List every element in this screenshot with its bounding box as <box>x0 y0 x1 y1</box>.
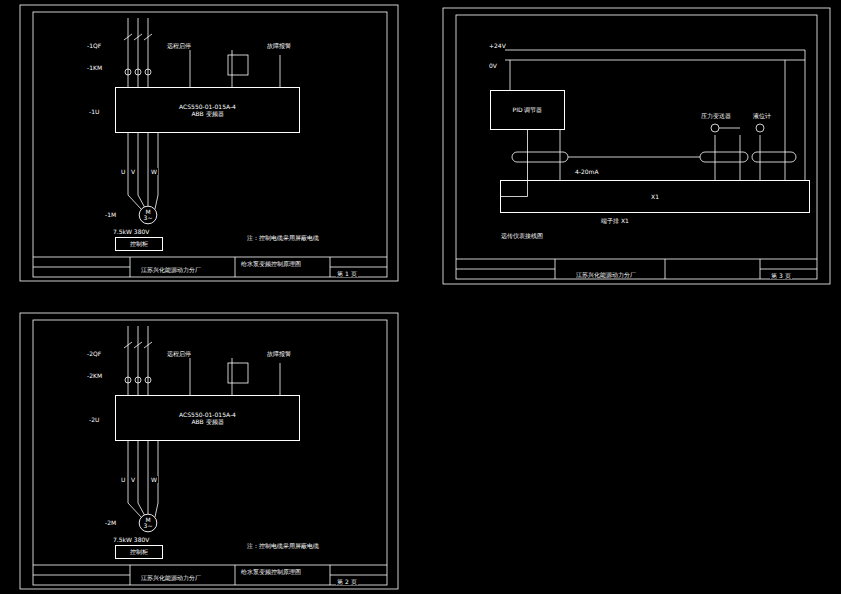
drawing-label: 远程启停 <box>166 42 192 49</box>
drawing-label: -1M <box>104 211 117 218</box>
device-box: 控制柜 <box>115 545 163 559</box>
drawing-label: 端子排 X1 <box>600 217 630 224</box>
drawing-label: 江苏兴化能源动力分厂 <box>575 271 637 278</box>
drawing-label: +24V <box>488 42 507 49</box>
node-text: X1 <box>649 193 661 200</box>
drawing-label: 4-20mA <box>574 168 600 175</box>
drawing-label: W <box>150 168 158 175</box>
node-text: 控制柜 <box>128 548 150 555</box>
drawing-label: 0V <box>488 62 498 69</box>
node-text: ACS550-01-015A-4 <box>177 103 238 110</box>
node-text: ABB 变频器 <box>189 418 225 425</box>
drawing-label: 故障报警 <box>266 42 292 49</box>
drawing-label: V <box>130 168 136 175</box>
node-text: 3~ <box>142 215 155 221</box>
drawing-label: -1QF <box>86 42 102 49</box>
device-box: X1 <box>500 180 810 213</box>
drawing-label: 液位计 <box>752 112 772 119</box>
motor-circle: M3~ <box>139 206 157 224</box>
drawing-label: W <box>150 476 158 483</box>
drawing-label: 压力变送器 <box>700 112 732 119</box>
drawing-label: -1KM <box>86 64 103 71</box>
drawing-label: 给水泵变频控制原理图 <box>240 260 302 267</box>
drawing-label: -1U <box>88 108 100 115</box>
node-text: ACS550-01-015A-4 <box>177 411 238 418</box>
drawing-label: 故障报警 <box>266 350 292 357</box>
drawing-label: -2QF <box>86 350 102 357</box>
device-box: ACS550-01-015A-4ABB 变频器 <box>115 395 300 441</box>
drawing-label: 第 3 页 <box>770 272 792 279</box>
device-box: ACS550-01-015A-4ABB 变频器 <box>115 87 300 133</box>
drawing-label: 7.5kW 380V <box>112 536 150 543</box>
device-box: 控制柜 <box>115 237 163 251</box>
cable-connector <box>500 130 528 197</box>
drawing-label: 第 2 页 <box>336 578 358 585</box>
motor-circle: M3~ <box>139 514 157 532</box>
node-text: PID 调节器 <box>511 106 545 113</box>
drawing-label: 第 1 页 <box>336 270 358 277</box>
node-text: 3~ <box>142 523 155 529</box>
cable-connector <box>148 133 149 206</box>
device-box: PID 调节器 <box>490 90 565 130</box>
drawing-label: 远传仪表接线图 <box>500 232 544 239</box>
drawing-label: V <box>130 476 136 483</box>
drawing-label: 江苏兴化能源动力分厂 <box>140 266 202 273</box>
drawing-label: U <box>120 476 126 483</box>
drawing-label: 远程启停 <box>166 350 192 357</box>
drawing-label: -2M <box>104 519 117 526</box>
cable-connector <box>148 441 149 514</box>
drawing-label: 江苏兴化能源动力分厂 <box>140 574 202 581</box>
drawing-label: -2KM <box>86 372 103 379</box>
drawing-label: -2U <box>88 416 100 423</box>
drawing-label: 注：控制电缆采用屏蔽电缆 <box>246 542 320 549</box>
drawing-label: U <box>120 168 126 175</box>
drawing-label: 7.5kW 380V <box>112 228 150 235</box>
node-text: ABB 变频器 <box>189 110 225 117</box>
node-text: 控制柜 <box>128 240 150 247</box>
drawing-label: 给水泵变频控制原理图 <box>240 568 302 575</box>
drawing-label: 注：控制电缆采用屏蔽电缆 <box>246 234 320 241</box>
